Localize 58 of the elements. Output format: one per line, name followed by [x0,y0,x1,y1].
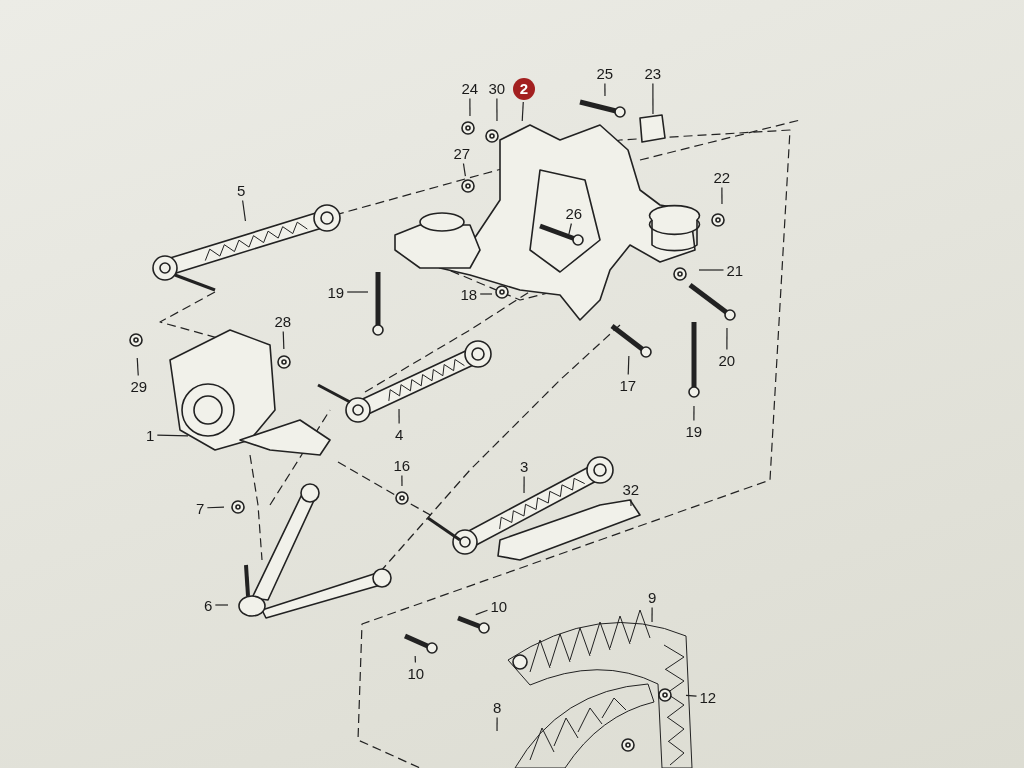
leader-line [521,101,524,122]
callout-number: 10 [406,664,426,682]
leader-line [685,694,698,697]
callout-number: 29 [129,377,149,395]
leader-line [726,327,728,351]
leader-line [156,434,189,437]
callout-number: 8 [492,698,503,716]
callout-number: 12 [698,688,718,706]
leader-line [206,506,225,509]
leader-line [414,655,417,664]
leader-line [242,199,247,222]
leader-line [479,293,493,295]
leader-line [651,606,653,623]
callout-number: 27 [452,144,472,162]
callout-number: 18 [459,285,479,303]
leader-line [401,474,403,487]
callout-number: 10 [489,597,509,615]
callout-number: 4 [394,425,405,443]
leader-line [496,716,498,732]
callout-number: 3 [519,457,530,475]
callout-number: 5 [236,181,247,199]
callout-number: 9 [647,588,658,606]
leader-line [721,186,723,205]
leader-line [136,357,139,377]
callout-number: 16 [392,456,412,474]
leader-line [523,475,525,494]
leader-line [627,355,630,376]
leader-line [496,97,498,122]
callout-number: 2 [513,78,535,100]
callout-number: 25 [595,64,615,82]
callout-number: 30 [487,79,507,97]
leader-line [652,82,654,115]
leader-line [346,291,369,293]
leader-line [398,408,400,425]
callout-number: 21 [725,261,745,279]
callout-number: 26 [564,204,584,222]
leader-line [282,330,285,350]
leader-line [693,405,695,422]
callout-number: 19 [326,283,346,301]
callout-number: 24 [460,79,480,97]
leader-line [568,222,572,235]
leader-line [462,162,466,177]
callout-number: 22 [712,168,732,186]
callout-number: 32 [621,480,641,498]
leader-line [469,97,471,117]
leader-line [630,498,632,507]
leader-line [698,269,725,271]
callout-number: 23 [643,64,663,82]
callout-number: 1 [145,426,156,444]
callout-number: 19 [684,422,704,440]
callout-number: 20 [717,351,737,369]
callout-number: 7 [195,499,206,517]
leader-line [475,609,489,616]
callout-number: 6 [203,596,214,614]
callout-number: 17 [618,376,638,394]
leader-line [604,82,606,97]
leader-line [214,604,229,606]
callout-number: 28 [273,312,293,330]
